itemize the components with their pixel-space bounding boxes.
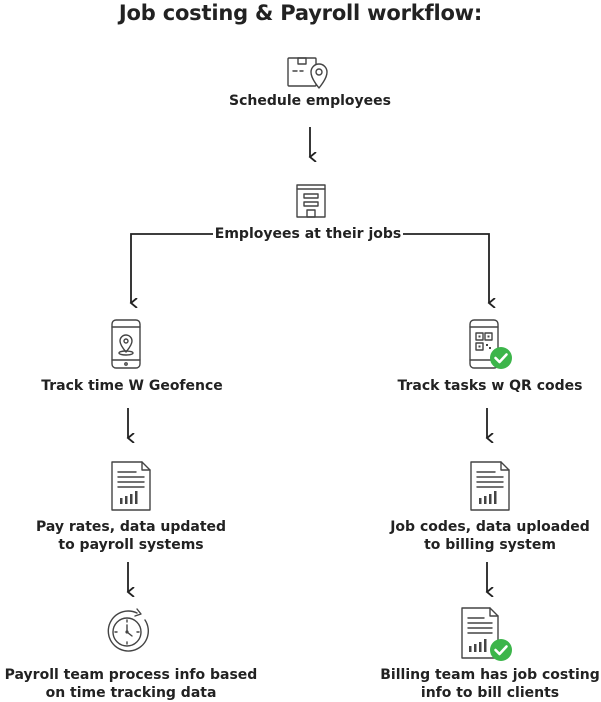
node-pay-rates-line-1: Pay rates, data updated	[35, 519, 227, 535]
node-payroll-team-line-1: Payroll team process info based	[4, 667, 258, 683]
phone-qr-icon	[468, 318, 516, 376]
node-job-codes-line-1: Job codes, data uploaded	[390, 519, 590, 535]
node-track-qr: Track tasks w QR codes	[397, 378, 583, 394]
node-payroll-team-line-2: on time tracking data	[45, 685, 217, 701]
report-chart-icon	[469, 460, 513, 516]
node-billing-team: Billing team has job costing info to bil…	[370, 666, 601, 702]
node-pay-rates: Pay rates, data updated to payroll syste…	[0, 518, 262, 554]
map-pin-card-icon	[286, 55, 332, 95]
report-chart-icon	[110, 460, 154, 516]
page-title: Job costing & Payroll workflow:	[118, 1, 483, 25]
building-icon	[295, 181, 327, 223]
report-chart-check-icon	[460, 606, 518, 668]
node-schedule-employees: Schedule employees	[229, 93, 391, 109]
node-billing-team-line-2: info to bill clients	[420, 685, 560, 701]
node-employees-at-jobs: Employees at their jobs	[213, 225, 403, 243]
node-track-geofence: Track time W Geofence	[41, 378, 223, 394]
node-job-codes-line-2: to billing system	[424, 537, 556, 553]
arrow-jobs-to-geofence	[131, 233, 213, 303]
phone-location-icon	[110, 318, 142, 374]
node-pay-rates-line-2: to payroll systems	[58, 537, 204, 553]
node-payroll-team: Payroll team process info based on time …	[0, 666, 262, 702]
node-billing-team-line-1: Billing team has job costing	[380, 667, 600, 683]
arrow-jobs-to-qr	[403, 233, 489, 303]
node-job-codes: Job codes, data uploaded to billing syst…	[372, 518, 601, 554]
stopwatch-icon	[103, 606, 153, 660]
